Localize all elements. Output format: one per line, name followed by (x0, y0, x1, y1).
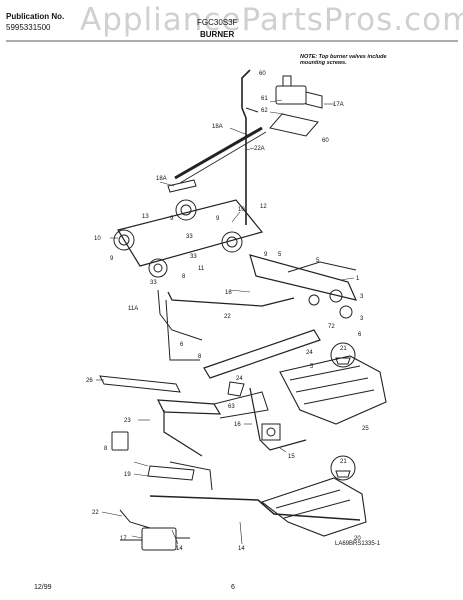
callout-3-b: 3 (360, 316, 364, 322)
callout-10: 10 (94, 236, 101, 242)
callout-1: 1 (356, 276, 360, 282)
callout-19: 19 (124, 472, 131, 478)
publication-label: Publication No. (6, 12, 65, 21)
callout-17A: 17A (333, 102, 344, 108)
callout-9-c: 9 (110, 256, 114, 262)
callout-22-b: 22 (92, 510, 99, 516)
callout-15: 16 (234, 422, 241, 428)
callout-60: 60 (259, 71, 266, 77)
callout-16: 14 (176, 546, 183, 552)
callout-23: 23 (124, 418, 131, 424)
callout-13: 16 (225, 290, 232, 296)
callout-61: 61 (261, 96, 268, 102)
callout-9-b: 9 (216, 216, 220, 222)
page-number: 6 (231, 584, 235, 591)
callout-16-b: 14 (238, 546, 245, 552)
callout-6: 6 (180, 342, 184, 348)
footer-date: 12/99 (34, 584, 52, 591)
callout-18A-b: 18A (156, 176, 167, 182)
callout-11A: 11A (128, 306, 138, 312)
callout-3: 3 (360, 294, 364, 300)
callout-12: 12 (260, 204, 267, 210)
callout-5-c: 5 (310, 364, 314, 370)
callout-14: 15 (288, 454, 295, 460)
publication-number: 5995331500 (6, 23, 51, 32)
callout-72: 72 (328, 324, 335, 330)
callout-8-c: 8 (104, 446, 108, 452)
callout-63: 63 (228, 404, 235, 410)
callout-24-b: 24 (236, 376, 243, 382)
callout-22: 22 (224, 314, 231, 320)
callout-24: 24 (306, 350, 313, 356)
callout-4: 5 (316, 258, 320, 264)
callout-33: 33 (186, 234, 193, 240)
callout-18A: 18A (212, 124, 223, 130)
callout-22A: 22A (254, 146, 265, 152)
callout-9-d: 9 (264, 252, 268, 258)
callout-11: 11 (198, 266, 205, 272)
callout-12-b: 13 (142, 214, 149, 220)
callout-10-b: 10 (238, 207, 245, 213)
model-number: FGC30S3F (197, 18, 238, 27)
callout-33-c: 33 (150, 280, 157, 286)
callout-25: 25 (362, 426, 369, 432)
callout-26: 26 (86, 378, 93, 384)
callout-5: 5 (278, 252, 282, 258)
callout-62: 62 (261, 108, 268, 114)
valve-note: NOTE: Top burner valves include mounting… (300, 54, 387, 66)
callout-20: 20 (354, 536, 361, 542)
callout-33-b: 33 (190, 254, 197, 260)
callout-8: 8 (182, 274, 186, 280)
callout-21: 21 (340, 346, 347, 352)
callout-21-b: 21 (340, 459, 347, 465)
section-title: BURNER (200, 30, 235, 39)
callout-17: 17 (120, 536, 127, 542)
callout-8-b: 8 (198, 354, 202, 360)
callout-5-b: 6 (358, 332, 362, 338)
callout-60b: 60 (322, 138, 329, 144)
callout-9: 9 (170, 216, 174, 222)
diagram-code: LA69BRS1335-1 (335, 541, 381, 547)
